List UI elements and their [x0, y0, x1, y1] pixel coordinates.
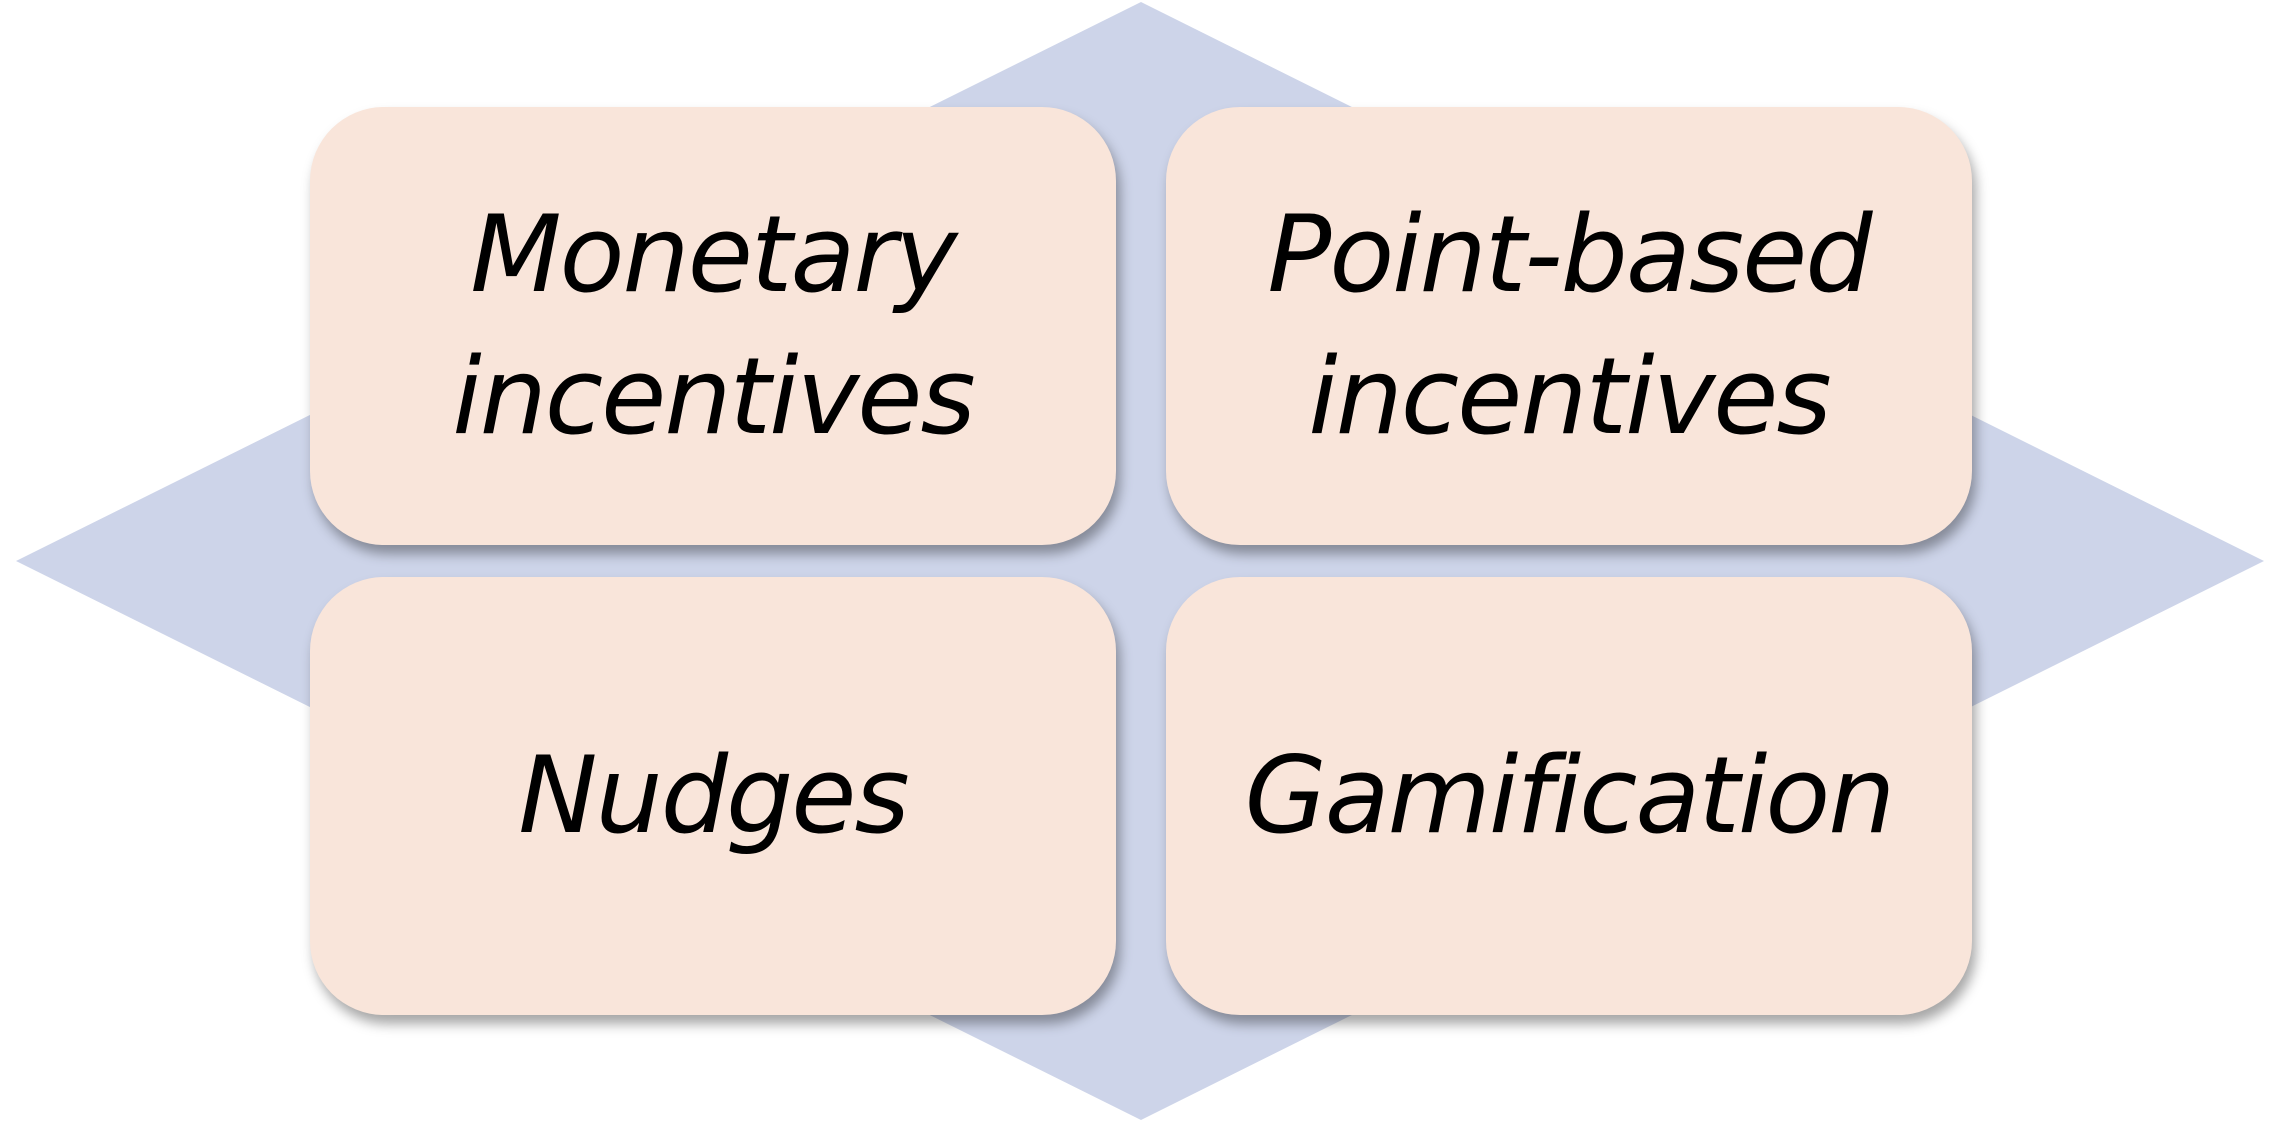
- tile-label: Point-based incentives: [1267, 193, 1872, 458]
- tile-point-based-incentives: Point-based incentives: [1166, 107, 1972, 545]
- tile-label: Nudges: [518, 734, 909, 857]
- tile-label: Gamification: [1244, 734, 1896, 857]
- tile-gamification: Gamification: [1166, 577, 1972, 1015]
- tile-nudges: Nudges: [310, 577, 1116, 1015]
- tile-label: Monetary incentives: [452, 193, 975, 458]
- tile-monetary-incentives: Monetary incentives: [310, 107, 1116, 545]
